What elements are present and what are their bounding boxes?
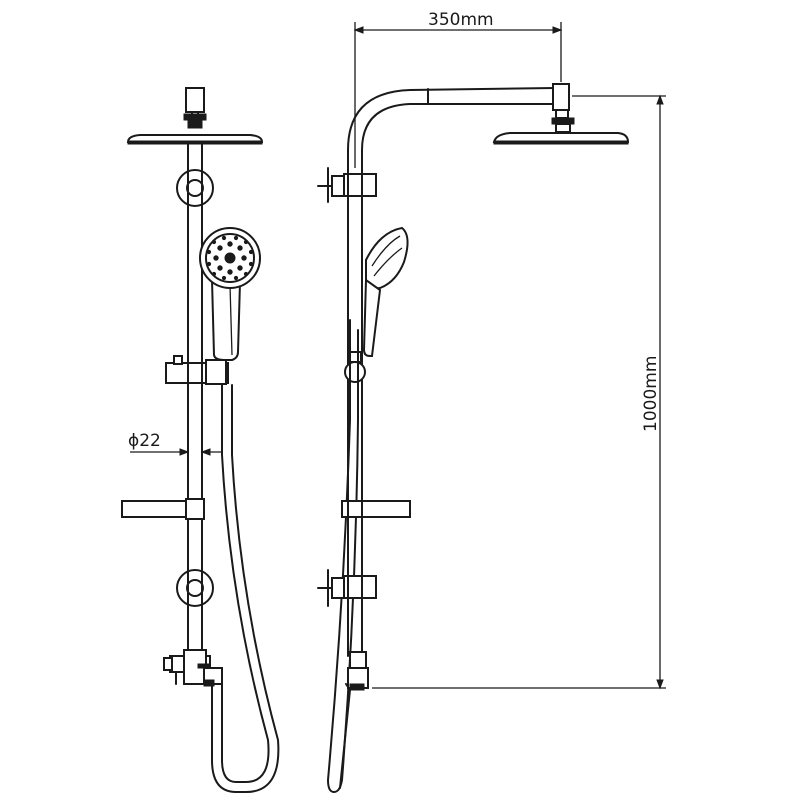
front-view: ϕ22 [121,87,280,793]
front-slide-holder [165,355,229,385]
side-head-connector [551,83,575,133]
width-dimension: 350mm [353,10,563,168]
width-label: 350mm [428,10,494,30]
height-label: 1000mm [641,356,661,432]
front-hose [211,384,280,793]
side-hose [327,319,359,793]
front-hand-shower [199,227,261,361]
side-wall-bracket-lower [317,569,377,607]
side-hand-shower [362,226,409,357]
front-wall-bracket-lower [176,569,214,607]
height-dimension: 1000mm [372,94,666,690]
side-diverter-valve [347,651,369,691]
side-view [317,83,630,793]
diameter-label: ϕ22 [128,431,161,451]
side-soap-shelf [341,500,411,518]
front-soap-shelf [121,498,205,520]
side-wall-bracket-upper [317,167,377,203]
diameter-dimension: ϕ22 [128,431,222,456]
front-rain-head [126,134,264,145]
side-rain-head [492,132,630,145]
front-head-connector [183,87,207,129]
hand-shower-nozzles [206,235,254,281]
side-slide-holder [344,351,366,383]
front-diverter-valve [163,649,223,691]
side-curved-arm [347,87,556,171]
front-wall-bracket-upper [176,169,214,207]
